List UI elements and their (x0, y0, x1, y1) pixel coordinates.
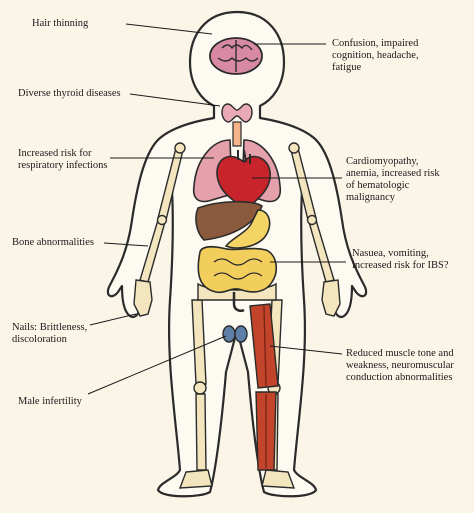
label-thyroid: Diverse thyroid diseases (18, 88, 121, 99)
testes (222, 325, 248, 343)
line-muscle (269, 345, 343, 355)
liver (195, 200, 263, 241)
leader-lines (87, 23, 346, 395)
line-bone (103, 242, 149, 247)
line-infertility (87, 335, 227, 395)
label-respiratory: Increased risk for respiratory infection… (18, 148, 108, 171)
stomach (224, 209, 271, 249)
trachea (232, 121, 242, 147)
line-thyroid (129, 93, 221, 107)
leg-muscle (249, 303, 279, 471)
line-hair (125, 23, 213, 35)
line-nails (89, 313, 137, 326)
label-intestine: Nasuea, vomiting, increased risk for IBS… (352, 248, 449, 271)
intestines (197, 246, 278, 312)
label-brain-symptoms: Confusion, impaired cognition, headache,… (332, 38, 419, 73)
thyroid (221, 103, 253, 123)
label-nails: Nails: Brittleness, discoloration (12, 322, 88, 345)
label-infertility: Male infertility (18, 396, 82, 407)
brain (209, 37, 263, 75)
heart-vessels (237, 149, 251, 164)
label-bone: Bone abnormalities (12, 237, 94, 248)
label-heart: Cardiomyopathy, anemia, increased risk o… (346, 156, 440, 203)
label-hair-thinning: Hair thinning (32, 18, 89, 29)
label-muscle: Reduced muscle tone and weakness, neurom… (346, 348, 454, 383)
